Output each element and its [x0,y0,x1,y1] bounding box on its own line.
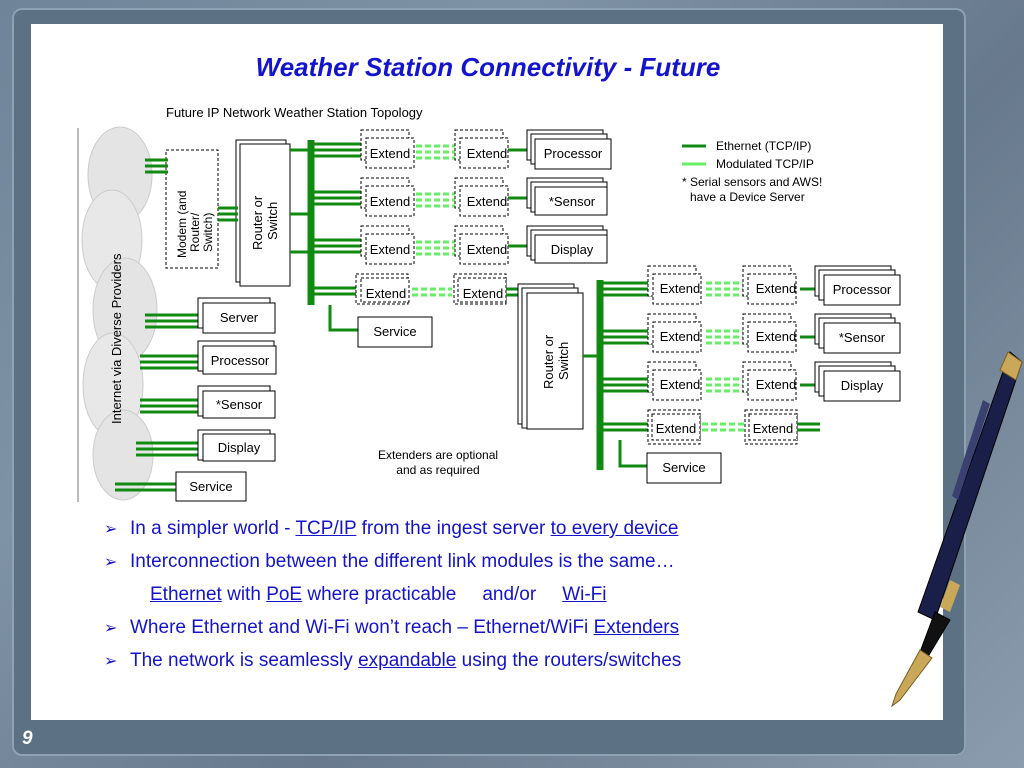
modem-label-3: Switch) [201,213,215,252]
extend-1a: Extend [370,146,410,161]
ethernet-link[interactable]: Ethernet [150,584,222,605]
router-switch-1: Router or Switch [235,139,291,287]
extend-4a: Extend [366,286,406,301]
legend-ethernet: Ethernet (TCP/IP) [716,139,811,153]
processor-2: Processor [833,282,892,297]
poe-link[interactable]: PoE [266,584,303,605]
bullet-4-post: using the routers/switches [456,650,682,671]
bus-2 [596,280,652,470]
arrow-bullet-icon: ➢ [104,554,118,571]
processor-1: Processor [544,146,603,161]
extend-1b: Extend [467,146,507,161]
router-2-label-2: Switch [556,342,571,380]
cloud-links [115,158,238,492]
row-4: Extend Extend Service [355,273,536,348]
extend-4b: Extend [463,286,503,301]
server-box: Server [197,297,276,334]
every-device-link[interactable]: to every device [550,518,679,539]
extend-8b: Extend [753,421,793,436]
expandable-link[interactable]: expandable [358,650,457,671]
page-number: 9 [22,728,33,749]
bullet-sub-andor: and/or [482,584,537,605]
sensor-1: *Sensor [549,194,596,209]
sensor-2: *Sensor [839,330,886,345]
extend-2b: Extend [467,194,507,209]
row-1: Extend Extend Processor [360,129,612,170]
extend-5b: Extend [756,281,796,296]
bullet-1-mid: from the ingest server [356,518,551,539]
service-1: Service [373,324,416,339]
extend-7a: Extend [660,377,700,392]
row-6: Extend Extend *Sensor [647,313,901,354]
bullet-sub-practicable: where practicable [302,584,457,605]
service-left-label: Service [189,479,232,494]
extenders-link[interactable]: Extenders [593,617,680,638]
slide-title: Weather Station Connectivity - Future [255,52,721,82]
row-7: Extend Extend Display [647,361,901,402]
row-5: Extend Extend Processor [647,265,901,306]
display-2: Display [841,378,884,393]
service-box-left: Service [175,471,247,502]
tcpip-link[interactable]: TCP/IP [295,518,357,539]
display-1: Display [551,242,594,257]
router-1-label-1: Router or [250,195,265,250]
extend-3a: Extend [370,242,410,257]
modem-label-2: Router/ [188,212,202,252]
legend-modulated: Modulated TCP/IP [716,157,814,171]
wifi-link[interactable]: Wi-Fi [562,584,607,605]
bullet-3-text: Where Ethernet and Wi-Fi won’t reach – E… [130,617,594,638]
fountain-pen-icon [891,351,1023,708]
extend-3b: Extend [467,242,507,257]
diagram-subtitle: Future IP Network Weather Station Topolo… [166,105,423,120]
router-2-label-1: Router or [541,334,556,389]
internet-cloud: Internet via Diverse Providers [77,126,158,502]
extenders-note-2: and as required [396,463,479,477]
bus-1 [290,140,365,332]
row-3: Extend Extend Display [360,225,608,265]
server-label: Server [220,310,259,325]
cloud-label: Internet via Diverse Providers [109,253,124,424]
extenders-note-1: Extenders are optional [378,448,498,462]
processor-left-label: Processor [211,353,270,368]
display-box-left: Display [197,429,276,462]
sensor-box-left: *Sensor [197,385,276,419]
extend-5a: Extend [660,281,700,296]
bullet-2-text: Interconnection between the different li… [130,551,675,572]
router-switch-2: Router or Switch [517,283,600,430]
bullet-1-text: In a simpler world - [130,518,296,539]
modem-label-1: Modem (and [175,191,189,258]
extend-6b: Extend [756,329,796,344]
modem-box: Modem (and Router/ Switch) [165,149,219,269]
extend-7b: Extend [756,377,796,392]
row-2: Extend Extend *Sensor [360,177,608,217]
extend-6a: Extend [660,329,700,344]
legend-note-1: * Serial sensors and AWS! [682,175,822,189]
bullet-4-text: The network is seamlessly [130,650,359,671]
legend-note-2: have a Device Server [690,190,805,204]
arrow-bullet-icon: ➢ [104,653,118,670]
display-left-label: Display [218,440,261,455]
arrow-bullet-icon: ➢ [104,521,118,538]
bullet-sub-with: with [221,584,267,605]
sensor-left-label: *Sensor [216,397,263,412]
extend-2a: Extend [370,194,410,209]
arrow-bullet-icon: ➢ [104,620,118,637]
service-2: Service [662,460,705,475]
row-8: Extend Extend Service [646,409,820,484]
router-1-label-2: Switch [265,202,280,240]
processor-box-left: Processor [197,340,277,375]
legend: Ethernet (TCP/IP) Modulated TCP/IP * Ser… [682,139,822,204]
extend-8a: Extend [656,421,696,436]
